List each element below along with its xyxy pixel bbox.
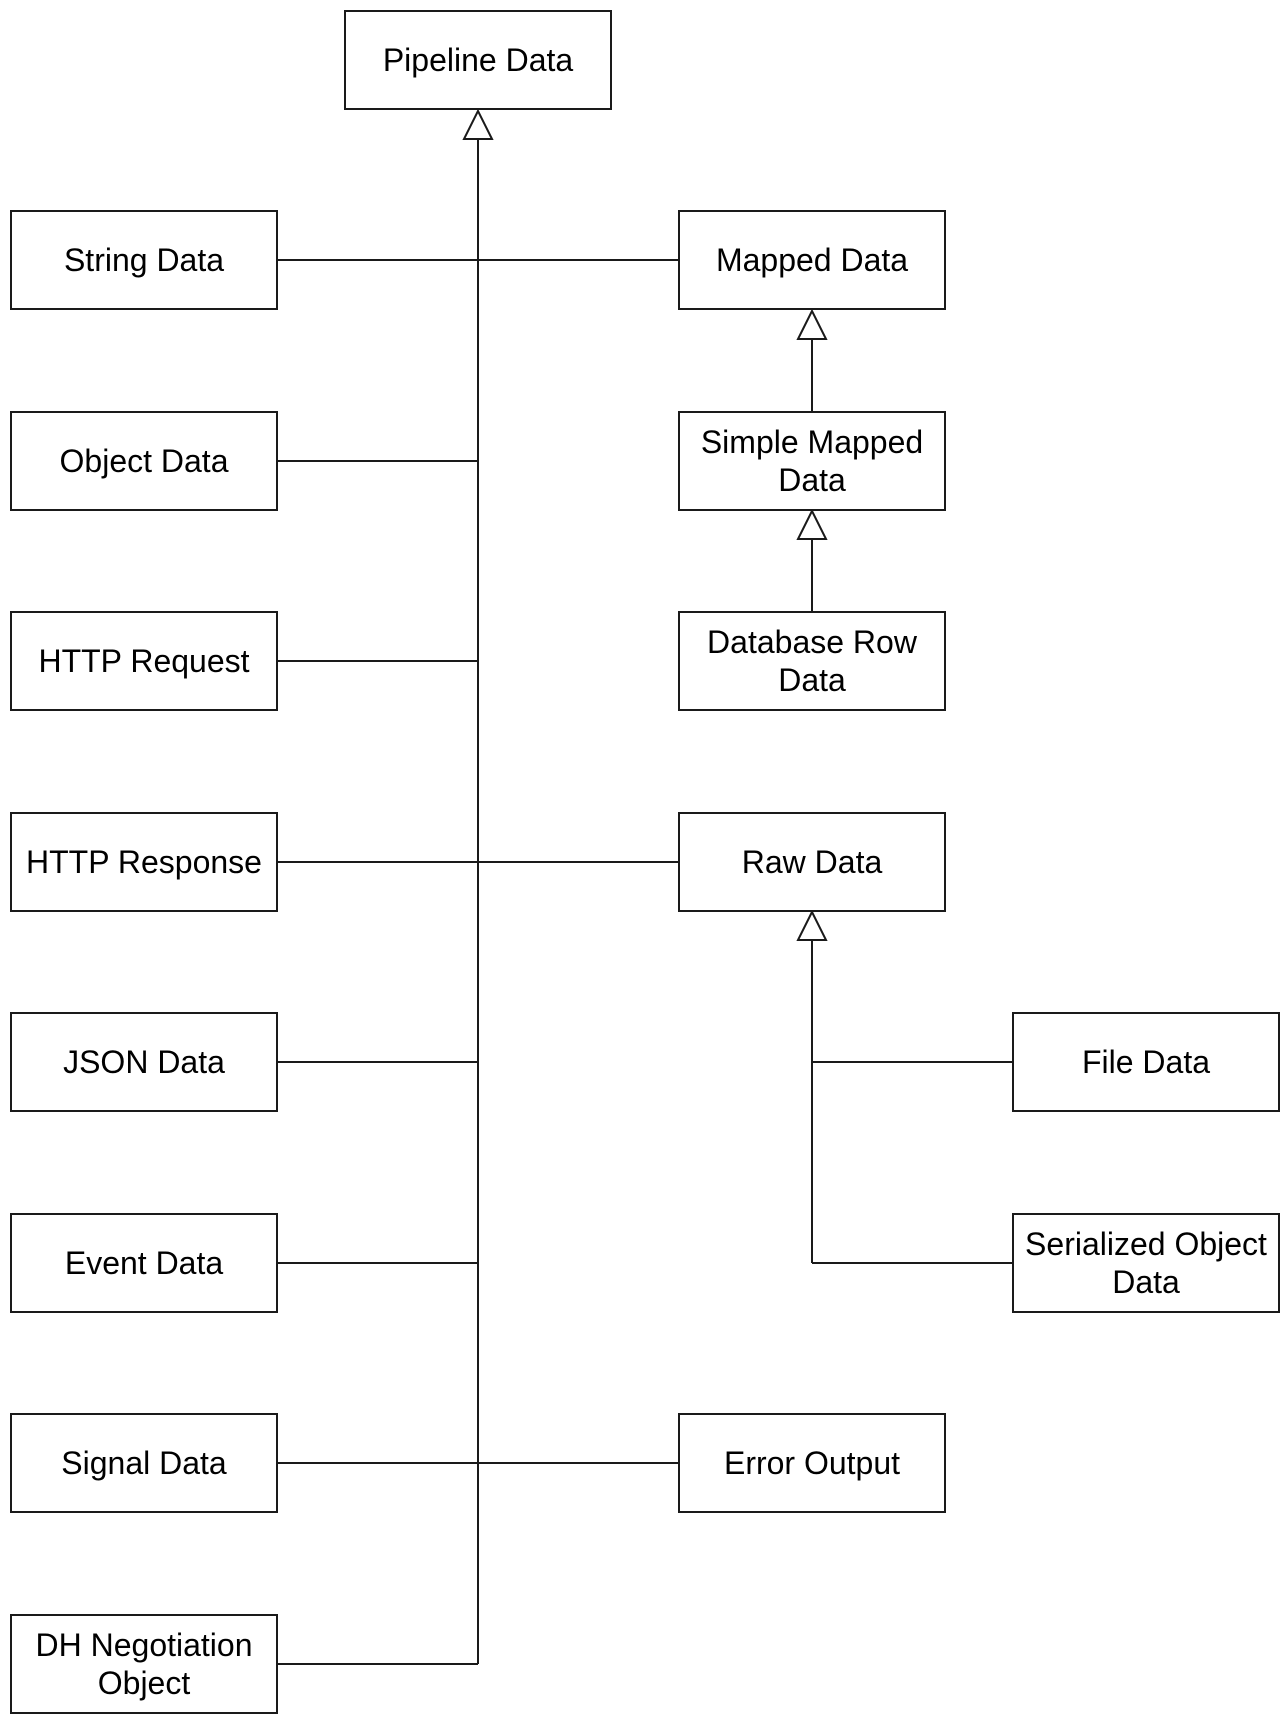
http-response-node: HTTP Response <box>10 812 278 912</box>
serialized-object-data-label: Serialized Object Data <box>1025 1226 1267 1300</box>
http-request-label: HTTP Request <box>38 643 250 679</box>
object-data-label: Object Data <box>59 443 229 479</box>
error-output-node: Error Output <box>678 1413 946 1513</box>
inheritance-arrow-simple-mapped <box>796 508 828 540</box>
json-data-node: JSON Data <box>10 1012 278 1112</box>
http-request-node: HTTP Request <box>10 611 278 711</box>
serialized-object-data-node: Serialized Object Data <box>1012 1213 1280 1313</box>
database-row-data-label: Database Row Data <box>707 624 917 698</box>
pipeline-data-node: Pipeline Data <box>344 10 612 110</box>
pipeline-data-label: Pipeline Data <box>382 42 574 78</box>
string-data-label: String Data <box>63 242 225 278</box>
simple-mapped-data-node: Simple Mapped Data <box>678 411 946 511</box>
string-data-node: String Data <box>10 210 278 310</box>
dh-negotiation-object-label: DH Negotiation Object <box>35 1627 253 1701</box>
http-response-label: HTTP Response <box>26 844 262 880</box>
signal-data-label: Signal Data <box>61 1445 227 1481</box>
file-data-node: File Data <box>1012 1012 1280 1112</box>
simple-mapped-data-label: Simple Mapped Data <box>700 424 924 498</box>
raw-data-label: Raw Data <box>741 844 883 880</box>
file-data-label: File Data <box>1081 1044 1211 1080</box>
mapped-data-label: Mapped Data <box>715 242 909 278</box>
raw-data-node: Raw Data <box>678 812 946 912</box>
database-row-data-node: Database Row Data <box>678 611 946 711</box>
inheritance-arrow-pipeline <box>462 108 494 140</box>
inheritance-arrow-raw <box>796 909 828 941</box>
inheritance-arrow-mapped <box>796 308 828 340</box>
mapped-data-node: Mapped Data <box>678 210 946 310</box>
error-output-label: Error Output <box>723 1445 901 1481</box>
event-data-label: Event Data <box>64 1245 224 1281</box>
json-data-label: JSON Data <box>63 1044 225 1080</box>
object-data-node: Object Data <box>10 411 278 511</box>
signal-data-node: Signal Data <box>10 1413 278 1513</box>
event-data-node: Event Data <box>10 1213 278 1313</box>
dh-negotiation-object-node: DH Negotiation Object <box>10 1614 278 1714</box>
